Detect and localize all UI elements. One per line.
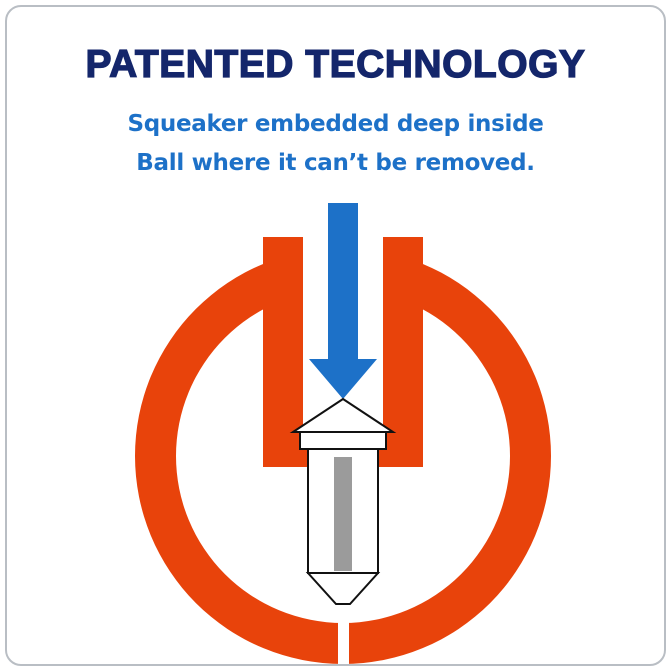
squeaker-flange <box>299 431 387 450</box>
squeaker-tip <box>305 572 381 605</box>
subtitle-line-1: Squeaker embedded deep inside <box>127 111 544 137</box>
squeaker-cap <box>289 397 397 433</box>
squeaker-ball-diagram <box>135 203 551 664</box>
subtitle-line-2: Ball where it can’t be removed. <box>136 150 535 177</box>
down-arrow-head <box>309 359 377 399</box>
down-arrow-shaft <box>328 203 358 361</box>
down-arrow-icon <box>309 203 377 399</box>
infographic-card: PATENTED TECHNOLOGY Squeaker embedded de… <box>5 5 666 666</box>
subtitle: Squeaker embedded deep inside Ball where… <box>7 105 664 183</box>
squeaker-illustration <box>289 397 397 605</box>
ball-bottom-slit <box>338 607 349 664</box>
page-title: PATENTED TECHNOLOGY <box>85 42 586 86</box>
squeaker-stem <box>334 457 352 571</box>
